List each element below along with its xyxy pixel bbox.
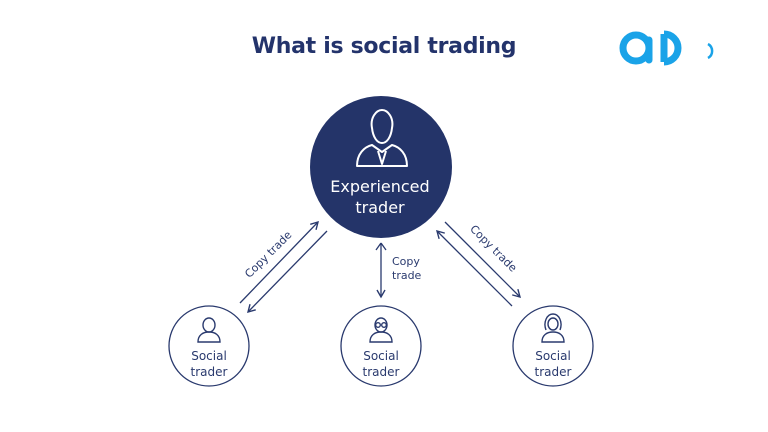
center-node-label-line2: trader (355, 198, 405, 217)
trader-right-label-line2: trader (534, 365, 572, 379)
trader-left-label-line2: trader (190, 365, 228, 379)
edge-right (436, 221, 521, 307)
edge-left (239, 220, 328, 314)
page-title: What is social trading (251, 34, 517, 59)
social-trader-node-middle (340, 305, 422, 387)
trader-right-label-line1: Social (535, 349, 571, 363)
social-trader-node-left (168, 305, 250, 387)
trader-left-label-line1: Social (191, 349, 227, 363)
edge-middle-label-line1: Copy (392, 255, 420, 268)
businessman-icon (356, 109, 408, 167)
social-trader-node-right (512, 305, 594, 387)
man-with-glasses-icon (369, 317, 393, 343)
woman-icon (541, 313, 565, 343)
edge-middle (375, 242, 387, 299)
brand-logo-icon (619, 30, 714, 66)
man-icon (197, 317, 221, 343)
edge-middle-label-line2: trade (392, 269, 422, 282)
trader-middle-label-line1: Social (363, 349, 399, 363)
center-node-label-line1: Experienced (330, 177, 430, 196)
trader-middle-label-line2: trader (362, 365, 400, 379)
